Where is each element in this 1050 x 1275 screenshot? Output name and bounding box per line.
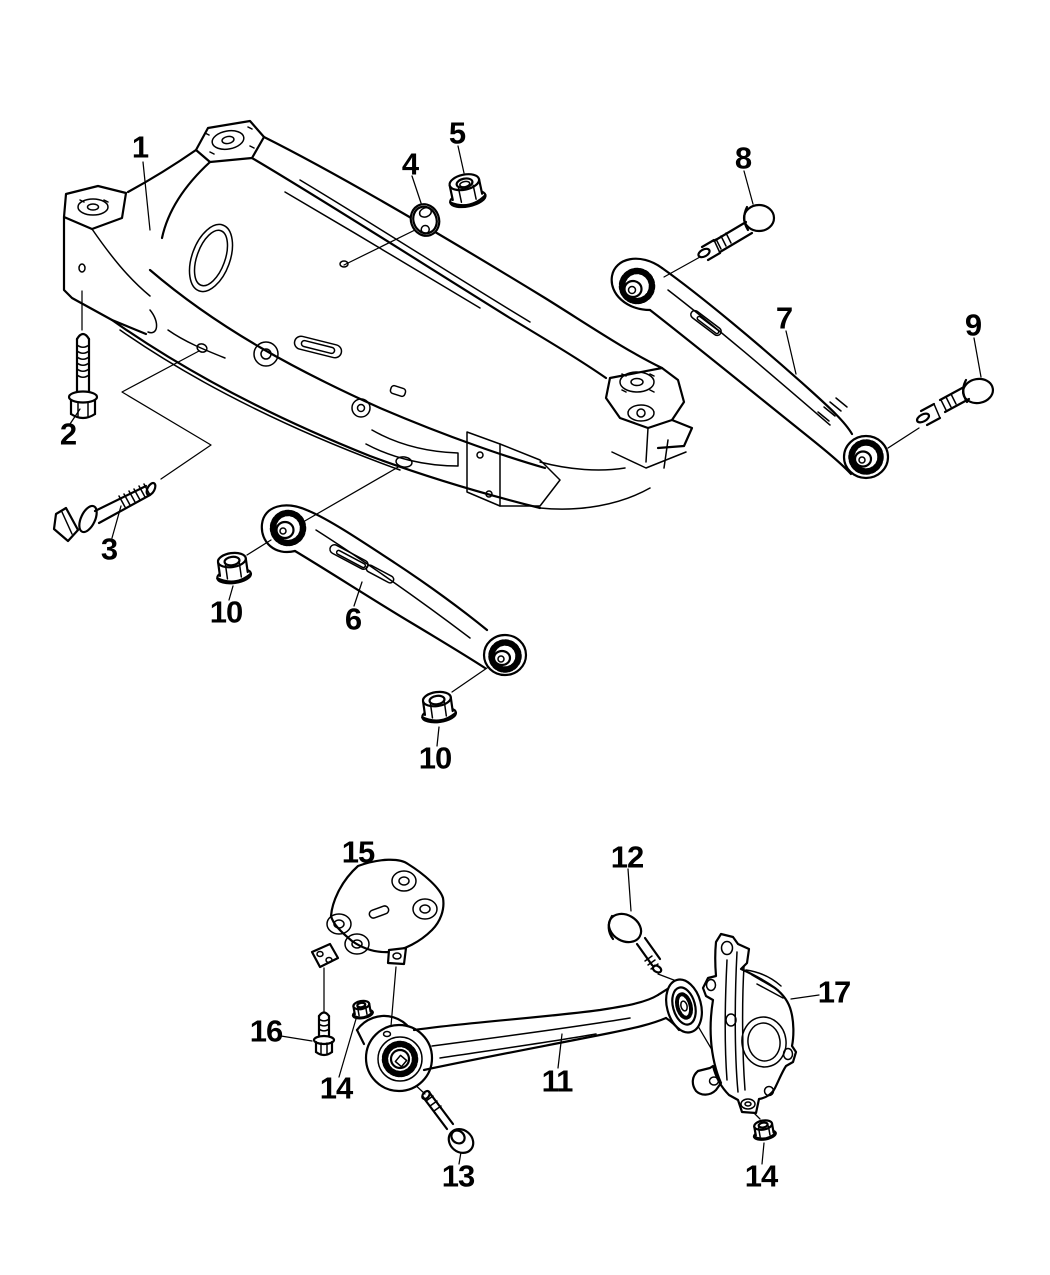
bolt-part-16 (312, 1011, 336, 1057)
nut-part-5 (448, 173, 487, 209)
nut-part-14-upper (351, 999, 374, 1020)
nut-part-10-right (421, 690, 458, 724)
crossmember-part-1 (62, 119, 694, 510)
trailing-arm-part-11 (355, 978, 703, 1093)
bolt-part-12 (607, 912, 663, 974)
bolt-part-2 (67, 332, 99, 420)
bolt-part-9 (915, 377, 995, 427)
lateral-arm-part-7 (610, 257, 890, 480)
bolt-part-3 (52, 481, 157, 543)
lateral-arm-part-6 (260, 504, 528, 677)
knuckle-part-17 (691, 932, 798, 1115)
bolt-part-8 (697, 203, 776, 262)
nut-part-10-left (216, 551, 253, 585)
bolt-part-13 (421, 1089, 475, 1154)
washer-part-4 (409, 203, 441, 237)
bracket-part-15 (310, 858, 445, 969)
nut-part-14-lower (752, 1119, 777, 1141)
